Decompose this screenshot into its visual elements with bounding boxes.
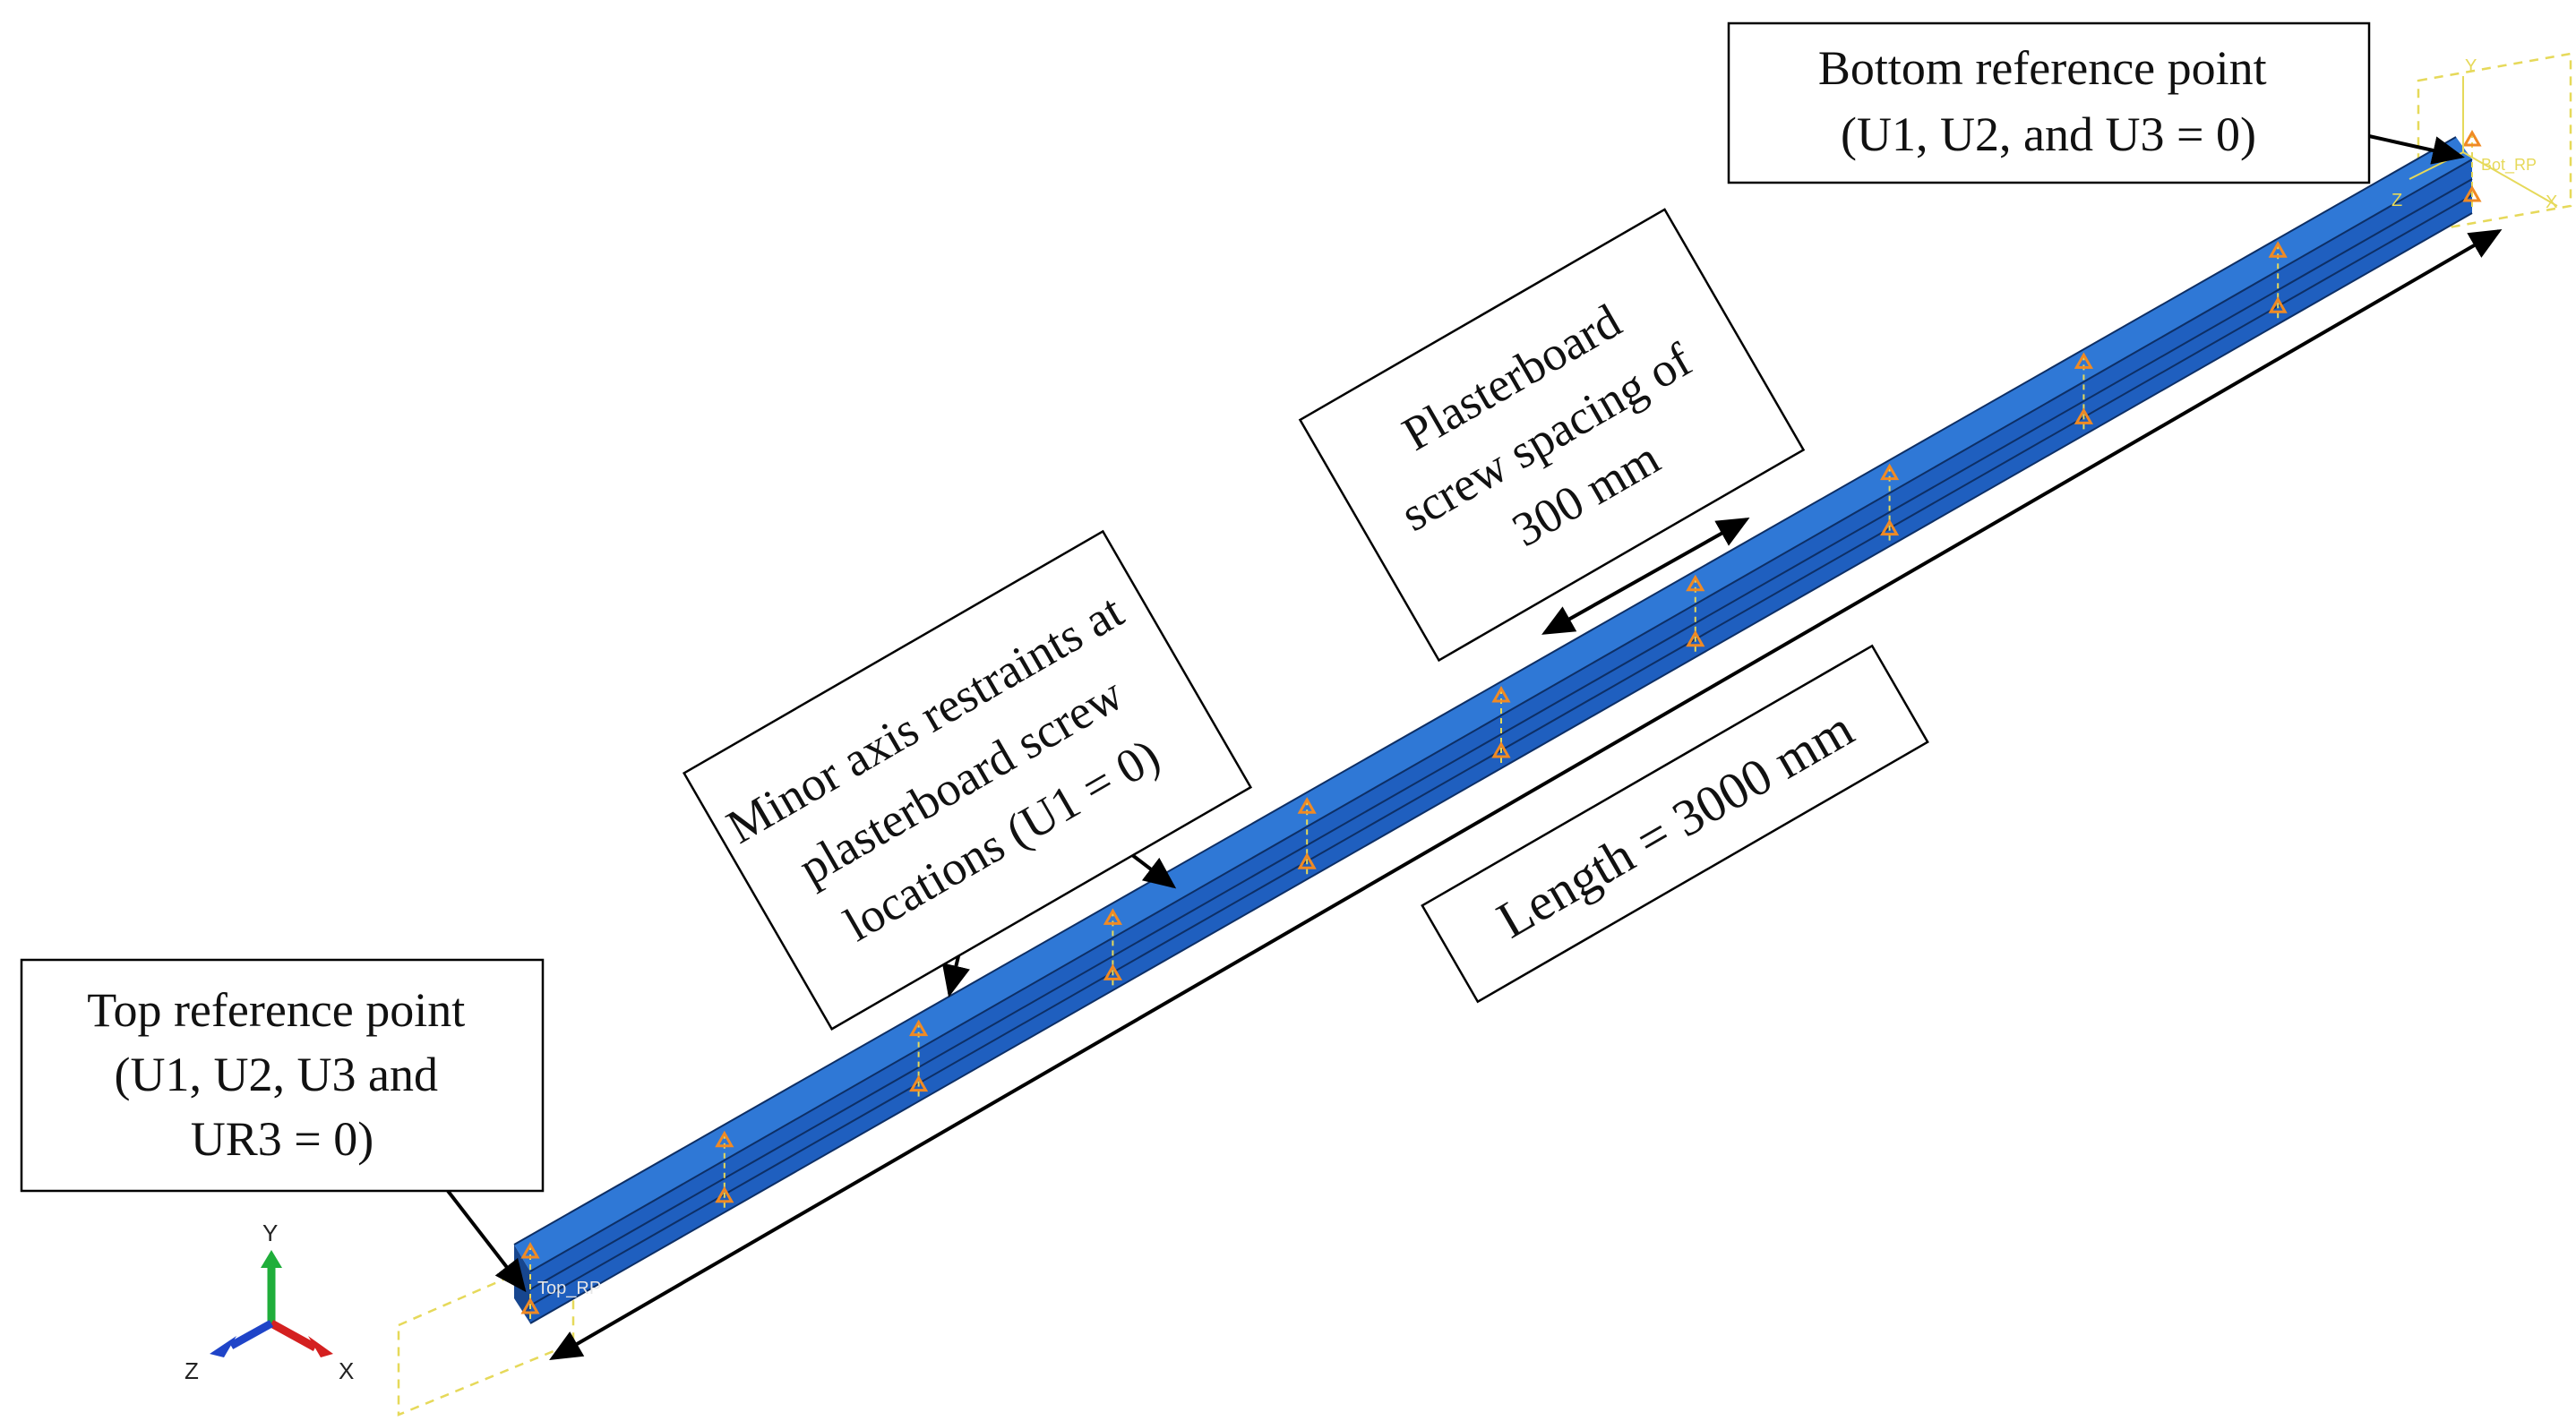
spacing-dimension-arrow — [1541, 518, 1750, 635]
bot-rp-label: Bot_RP — [2481, 156, 2537, 175]
restraint-upper-marker — [2462, 129, 2482, 147]
small-triad-z-label: Z — [2391, 191, 2402, 210]
end-reference-planes — [397, 52, 2572, 1417]
triad-x-label: X — [339, 1357, 354, 1384]
triad-x-arrow-icon — [308, 1336, 333, 1357]
triad-x-axis — [269, 1320, 318, 1351]
bottom-ref-line2: (U1, U2, and U3 = 0) — [1841, 107, 2256, 161]
top-ref-line3: UR3 = 0) — [191, 1112, 374, 1166]
restraint-upper-marker — [520, 1241, 540, 1259]
svg-text:Top reference point (U1,: Top reference point (U1, U2, U3 and UR3 … — [87, 983, 477, 1166]
svg-text:Bottom reference point (: Bottom reference point (U1, U2, and U3 =… — [1818, 41, 2279, 161]
triad-z-axis — [228, 1320, 274, 1349]
small-triad-y-label: Y — [2465, 56, 2477, 76]
restraint-lower-marker — [2462, 184, 2482, 202]
top-rp-label: Top_RP — [537, 1279, 601, 1298]
triad-z-label: Z — [185, 1357, 199, 1384]
bottom-end-plane — [2417, 52, 2572, 235]
bottom-reference-callout: Bottom reference point (U1, U2, and U3 =… — [1727, 21, 2371, 184]
small-triad-x-label: X — [2546, 193, 2557, 212]
triad-y-label: Y — [262, 1220, 278, 1246]
bottom-ref-line1: Bottom reference point — [1818, 41, 2267, 95]
top-reference-callout: Top reference point (U1, U2, U3 and UR3 … — [20, 958, 545, 1193]
length-dimension-arrow — [549, 228, 2503, 1361]
bottom-ref-leader — [2368, 134, 2465, 165]
triad-y-arrow-icon — [261, 1250, 282, 1268]
top-ref-line1: Top reference point — [87, 983, 465, 1037]
top-ref-line2: (U1, U2, U3 and — [115, 1048, 438, 1101]
top-end-plane — [397, 1247, 575, 1417]
triad-z-arrow-icon — [210, 1336, 236, 1357]
top-ref-leader — [446, 1189, 527, 1293]
screw-spacing-callout: Plasterboard screw spacing of 300 mm — [1298, 208, 1806, 663]
global-axis-triad: Y X Z — [185, 1220, 354, 1384]
restraint-lower-marker — [520, 1297, 540, 1314]
